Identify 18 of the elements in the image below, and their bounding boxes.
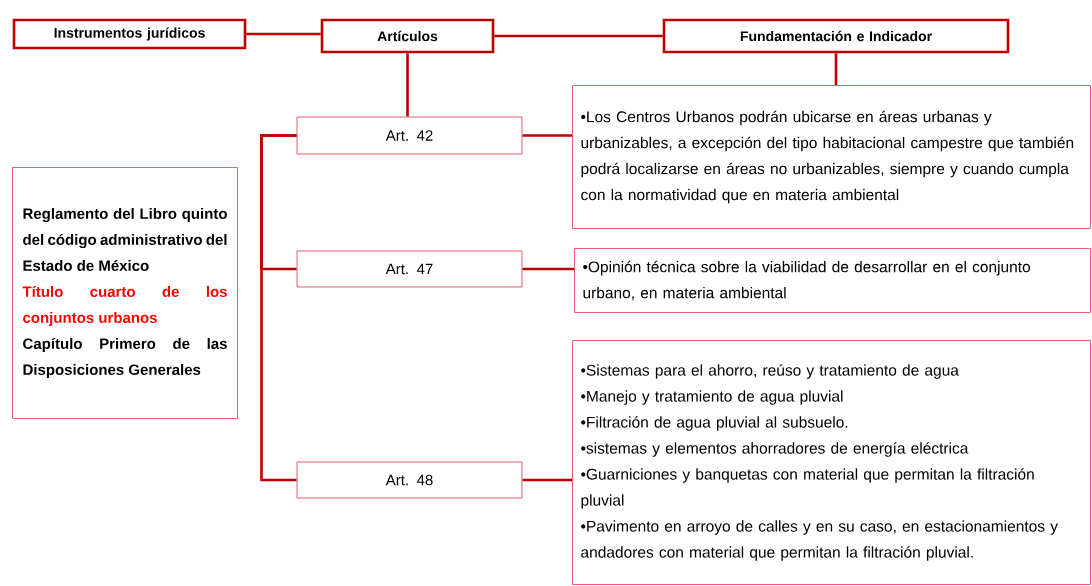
header-box: Artículos — [320, 18, 495, 54]
connector-line — [494, 34, 663, 38]
article-box: Art. 47 — [296, 250, 523, 288]
connector-line — [834, 53, 838, 85]
text-box: •Opinión técnica sobre la viabilidad de desarrollar en el conjunto urbano, en materia ambiental — [574, 248, 1091, 313]
connector-line — [522, 267, 574, 271]
connector-line — [522, 478, 572, 482]
connector-line — [522, 134, 572, 137]
text-box: •Los Centros Urbanos podrán ubicarse en áreas urbanas y urbanizables, a excepción del tipo habitacional campestre que también podrá localizarse en áreas no urbanizables, siempre y cuando cumpla con la normatividad que en materia ambiental — [572, 85, 1091, 229]
text-box: •Sistemas para el ahorro, reúso y tratamiento de agua •Manejo y tratamiento de agua pluvial •Filtración de agua pluvial al subsuelo. •sistemas y elementos ahorradores de energía eléctrica •Guarniciones y banquetas con material que permitan la filtración pluvial •Pavimento en arroyo de calles y en su caso, en estacionamientos y andadores con material que permitan la filtración pluvial. — [572, 340, 1091, 585]
header-box: Fundamentación e Indicador — [662, 18, 1010, 54]
connector-line — [246, 32, 321, 36]
header-box: Instrumentos jurídicos — [12, 18, 247, 50]
connector-line — [406, 53, 409, 117]
article-box: Art. 48 — [296, 461, 523, 499]
article-box: Art. 42 — [296, 116, 523, 155]
text-box: Reglamento del Libro quinto del código administrativo del Estado de México Título cuarto de los conjuntos urbanos Capítulo Primero de las Disposiciones Generales — [12, 167, 238, 419]
connector-line — [260, 134, 297, 482]
